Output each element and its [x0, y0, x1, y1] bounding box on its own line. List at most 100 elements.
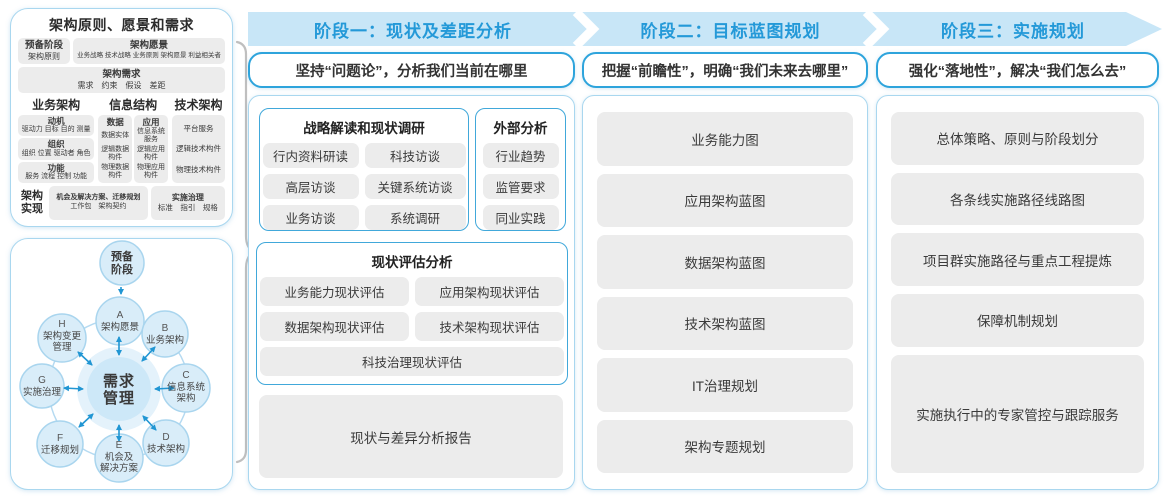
node-b-circle [141, 310, 189, 358]
data-item: 数据实体 [101, 132, 130, 140]
center-f-arrow [78, 413, 94, 428]
phase-band [248, 12, 1162, 46]
research-item: 系统调研 [364, 205, 466, 230]
opportunities-migration-sub: 工作包 架构契约 [70, 202, 127, 210]
motivation-sub: 驱动力 目标 目的 测量 [21, 126, 91, 134]
node-b-label: 业务架构 [146, 334, 184, 346]
node-c-label: 架构 [176, 392, 195, 404]
opportunities-migration-box: 机会及解决方案、迁移规划 工作包 架构契约 [49, 185, 148, 220]
research-group: 战略解读和现状调研 行内资料研读 科技访谈 高层访谈 关键系统访谈 业务访谈 系… [259, 108, 469, 231]
data-title: 数据 [106, 116, 124, 127]
phase1-content: 战略解读和现状调研 行内资料研读 科技访谈 高层访谈 关键系统访谈 业务访谈 系… [248, 95, 575, 490]
prep-circle-label: 预备 [111, 249, 134, 263]
phase2-item: 业务能力图 [597, 112, 853, 166]
assessment-item: 数据架构现状评估 [260, 312, 409, 341]
chevron-separator-icon [862, 12, 890, 46]
node-d-letter: D [162, 432, 169, 443]
requirements-circle [87, 357, 151, 421]
prep-phase-title: 预备阶段 [24, 40, 63, 51]
node-h-letter: H [58, 319, 65, 330]
gap-analysis-report-box: 现状与差异分析报告 [259, 395, 563, 478]
phase3-banner: 阶段三：实施规划 [941, 21, 1085, 41]
phase3-item: 项目群实施路径与重点工程提炼 [891, 233, 1144, 286]
center-g-arrow [63, 385, 84, 392]
node-d-label: 技术架构 [147, 443, 185, 455]
phase3-item: 保障机制规划 [891, 293, 1144, 347]
node-b-letter: B [162, 323, 169, 334]
implementation-governance-sub: 标准 指引 规格 [157, 203, 218, 213]
research-item: 业务访谈 [262, 205, 359, 230]
phase3-item: 实施执行中的专家管控与跟踪服务 [891, 354, 1144, 473]
research-item: 关键系统访谈 [364, 174, 466, 199]
business-architecture-column: 业务架构 动机 驱动力 目标 目的 测量 组织 组织 位置 驱动者 角色 功能 … [18, 96, 95, 183]
research-group-title: 战略解读和现状调研 [303, 121, 425, 136]
prep-phase-circle [99, 240, 145, 286]
center-d-arrow [142, 415, 157, 431]
external-analysis-group: 外部分析 行业趋势 监管要求 同业实践 [475, 108, 566, 231]
external-item: 监管要求 [482, 174, 559, 199]
external-item: 同业实践 [482, 205, 559, 230]
data-application-pair: 数据 数据实体 逻辑数据构件 物理数据构件 应用 信息系统服务 逻辑应用构件 物… [98, 114, 168, 183]
prep-phase-sub: 架构原则 [28, 51, 60, 61]
external-analysis-title: 外部分析 [493, 121, 548, 136]
architecture-vision-sub: 业务战略 技术战略 业务原则 架构愿景 利益相关者 [77, 51, 221, 59]
implementation-governance-box: 实施治理 标准 指引 规格 [150, 185, 225, 220]
node-f-letter: F [57, 433, 63, 444]
external-analysis-items: 行业趋势 监管要求 同业实践 [476, 143, 565, 230]
phase-band-arrow [248, 12, 1162, 46]
research-item: 行内资料研读 [262, 143, 359, 168]
architecture-vision-box: 架构愿景 业务战略 技术战略 业务原则 架构愿景 利益相关者 [73, 38, 225, 64]
architecture-requirements-title: 架构需求 [102, 68, 141, 80]
architecture-requirements-box: 架构需求 需求 约束 假设 差距 [18, 66, 225, 93]
assessment-item: 业务能力现状评估 [260, 277, 409, 306]
phase2-content: 业务能力图 应用架构蓝图 数据架构蓝图 技术架构蓝图 IT治理规划 架构专题规划 [582, 95, 868, 490]
application-item: 信息系统服务 [137, 127, 166, 144]
application-item: 逻辑应用构件 [137, 145, 166, 162]
technology-item: 物理技术构件 [175, 165, 221, 174]
phase2-item: IT治理规划 [597, 358, 853, 412]
node-d-circle [142, 419, 190, 467]
data-item: 物理数据构件 [101, 163, 130, 179]
function-box: 功能 服务 流程 控制 功能 [18, 161, 95, 183]
architecture-requirements-sub: 需求 约束 假设 差距 [77, 80, 166, 90]
phase1-banner: 阶段一：现状及差距分析 [314, 21, 512, 41]
opportunities-migration-title: 机会及解决方案、迁移规划 [56, 194, 141, 202]
node-h-label: 管理 [52, 341, 72, 353]
data-box: 数据 数据实体 逻辑数据构件 物理数据构件 [98, 114, 133, 183]
phase3-content: 总体策略、原则与阶段划分 各条线实施路径线路图 项目群实施路径与重点工程提炼 保… [876, 95, 1159, 490]
node-g-label: 实施治理 [23, 386, 62, 398]
business-architecture-header: 业务架构 [32, 97, 81, 112]
technology-box: 平台服务 逻辑技术构件 物理技术构件 [171, 114, 225, 183]
assessment-item: 应用架构现状评估 [415, 277, 564, 306]
organization-title: 组织 [47, 139, 65, 150]
motivation-title: 动机 [47, 115, 65, 126]
phase2-item: 技术架构蓝图 [597, 296, 853, 350]
phase3-items: 总体策略、原则与阶段划分 各条线实施路径线路图 项目群实施路径与重点工程提炼 保… [877, 96, 1158, 489]
center-c-arrow [154, 385, 175, 392]
node-c-letter: C [182, 370, 189, 381]
node-h-circle [37, 313, 87, 363]
node-a-letter: A [117, 310, 124, 321]
information-structure-column: 信息结构 数据 数据实体 逻辑数据构件 物理数据构件 应用 信息系统服务 逻辑应… [98, 96, 168, 183]
prep-phase-box: 预备阶段 架构原则 [18, 38, 70, 64]
architecture-principles-panel: 架构原则、愿景和需求 预备阶段 架构原则 架构愿景 业务战略 技术战略 业务原则… [10, 8, 233, 227]
architecture-realization-header: 架构实现 [21, 189, 43, 215]
requirements-management-label: 管理 [103, 389, 135, 407]
data-item: 逻辑数据构件 [101, 145, 130, 162]
phase3-subtitle: 强化“落地性”，解决“我们怎么去” [876, 52, 1159, 88]
phase1-subtitle: 坚持“问题论”，分析我们当前在哪里 [248, 52, 575, 88]
technology-architecture-header: 技术架构 [174, 97, 223, 112]
technology-item: 逻辑技术构件 [175, 144, 221, 154]
phase2-subtitle: 把握“前瞻性”，明确“我们未来去哪里” [582, 52, 868, 88]
research-item: 高层访谈 [262, 174, 359, 199]
requirements-management-label: 需求 [103, 372, 135, 390]
node-g-circle [19, 363, 65, 409]
phase3-item: 各条线实施路径线路图 [891, 172, 1144, 226]
technology-architecture-column: 技术架构 平台服务 逻辑技术构件 物理技术构件 [171, 96, 225, 183]
node-a-label: 架构愿景 [101, 321, 139, 333]
function-sub: 服务 流程 控制 功能 [25, 173, 88, 181]
node-h-label: 架构变更 [43, 330, 82, 342]
assessment-item: 科技治理现状评估 [260, 347, 564, 376]
node-c-label: 信息系统 [167, 381, 206, 393]
